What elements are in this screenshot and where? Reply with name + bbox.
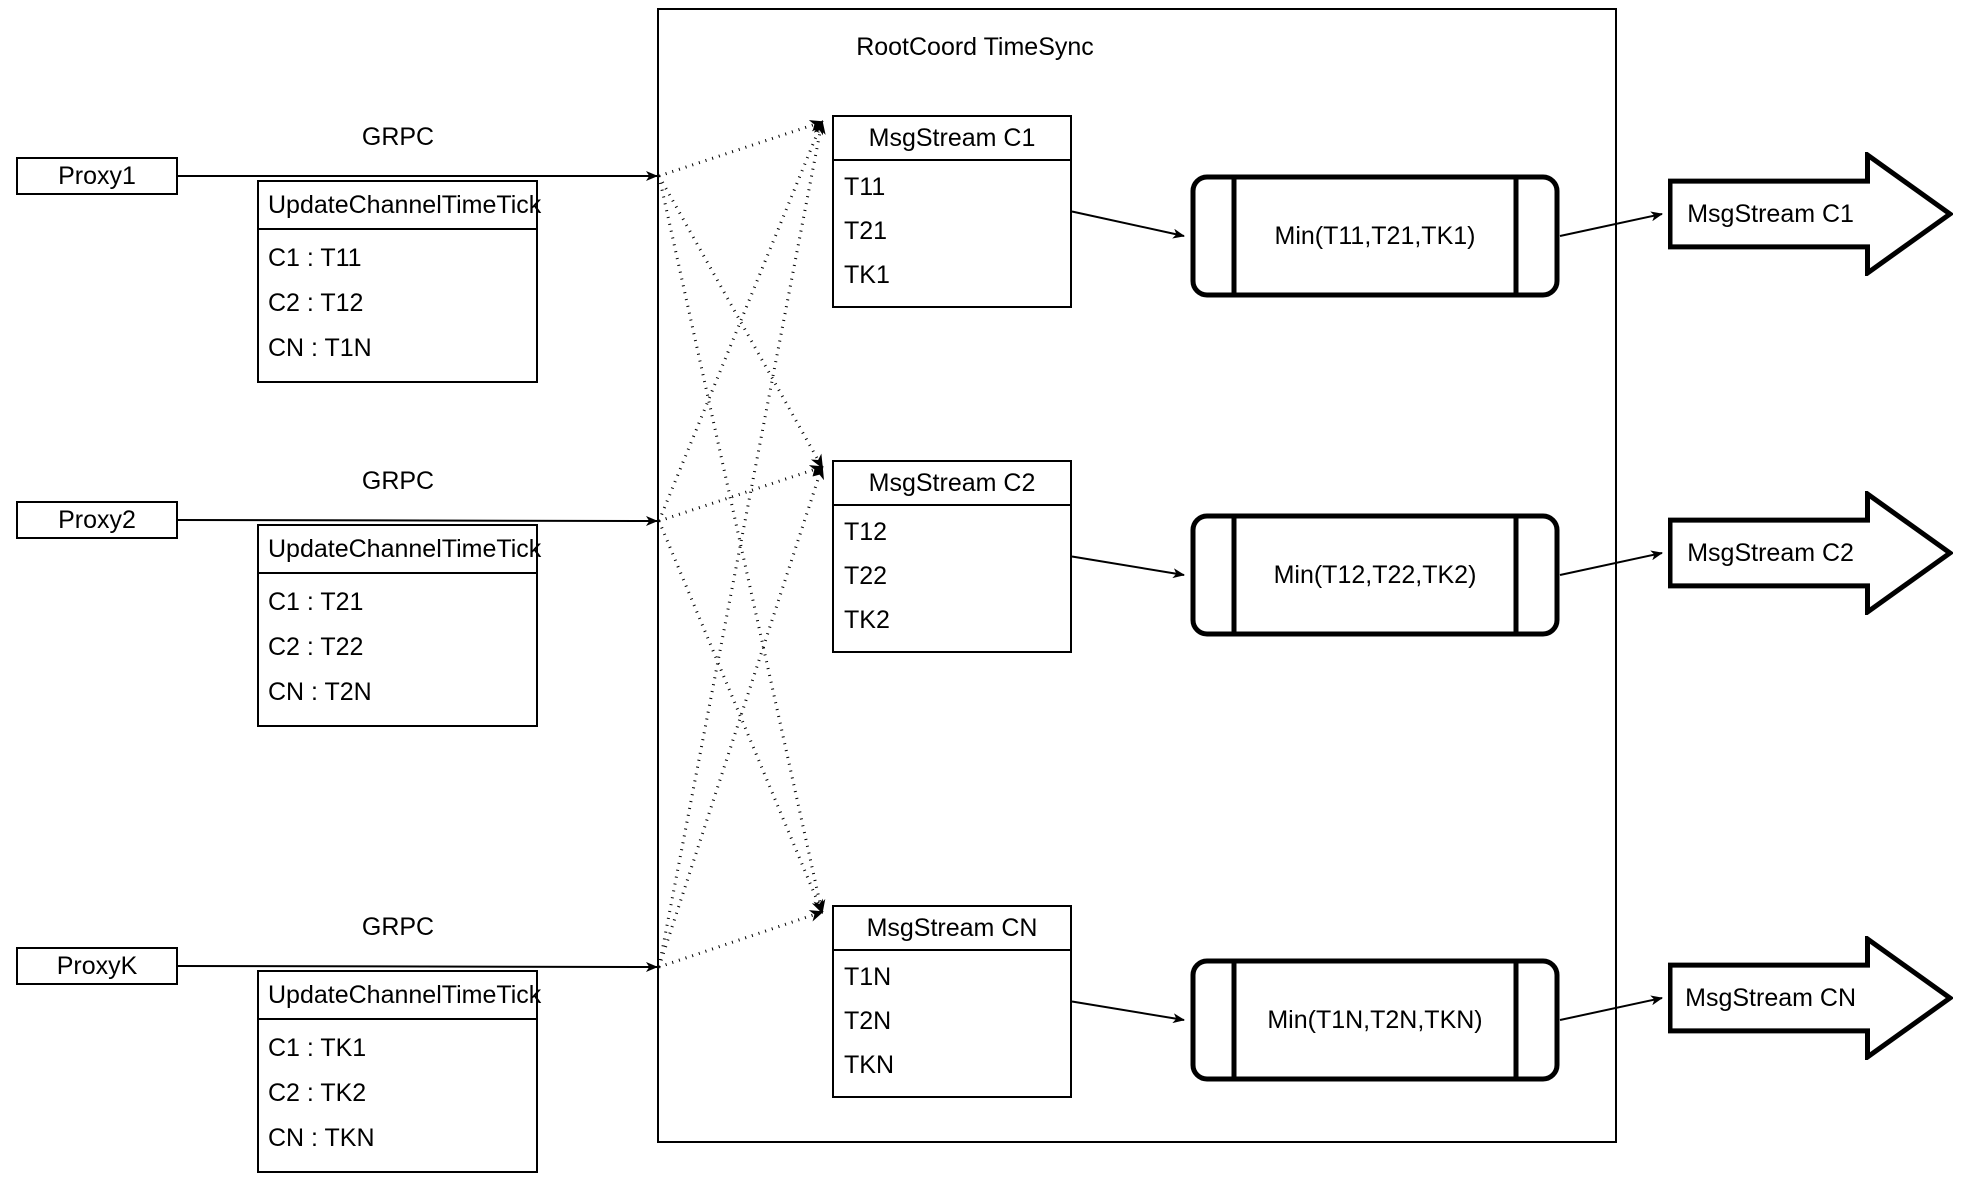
table-header: UpdateChannelTimeTick	[259, 182, 541, 230]
table-body: C1 : TK1 C2 : TK2 CN : TKN	[259, 1020, 536, 1171]
msgstream-header: MsgStream C2	[834, 462, 1070, 506]
table-row: C1 : T11	[268, 244, 362, 272]
msgstream-table-3: MsgStream CN T1N T2N TKN	[832, 905, 1072, 1098]
proxy-label: Proxy2	[58, 505, 136, 534]
msgstream-header: MsgStream CN	[834, 907, 1070, 951]
output-arrow-label: MsgStream CN	[1685, 983, 1857, 1012]
proxy-box-2: Proxy2	[16, 501, 178, 539]
output-arrow-2: MsgStream C2	[1668, 491, 1953, 615]
grpc-label-1: GRPC	[361, 123, 435, 151]
proxy-to-rootcoord-link-2	[177, 515, 658, 526]
msgstream-row: T22	[844, 561, 888, 590]
msgstream-row: TK1	[844, 261, 890, 290]
min-process-label: Min(T12,T22,TK2)	[1273, 560, 1477, 589]
table-header: UpdateChannelTimeTick	[259, 526, 541, 574]
msgstream-row: TKN	[844, 1051, 894, 1080]
table-row: C2 : T12	[268, 289, 364, 317]
grpc-label-2: GRPC	[361, 467, 435, 495]
table-row: C1 : TK1	[268, 1034, 367, 1062]
msgstream-row: T12	[844, 517, 888, 546]
table-header: UpdateChannelTimeTick	[259, 972, 541, 1020]
updatechanneltimetick-table-3: UpdateChannelTimeTick C1 : TK1 C2 : TK2 CN …	[257, 970, 541, 1173]
msgstream-row: T2N	[844, 1006, 892, 1035]
table-row: C2 : T22	[268, 633, 364, 661]
table-row: C2 : TK2	[268, 1079, 367, 1107]
min-process-3: Min(T1N,T2N,TKN)	[1190, 958, 1560, 1082]
proxy-to-rootcoord-link-3	[177, 961, 658, 972]
grpc-label-3: GRPC	[361, 913, 435, 941]
table-row: CN : T2N	[268, 678, 372, 706]
updatechanneltimetick-table-1: UpdateChannelTimeTick C1 : T11 C2 : T12 CN …	[257, 180, 541, 383]
min-process-label: Min(T11,T21,TK1)	[1274, 221, 1476, 250]
proxy-label: ProxyK	[56, 951, 138, 980]
output-arrow-3: MsgStream CN	[1668, 936, 1953, 1060]
table-row: C1 : T21	[268, 588, 364, 616]
min-process-1: Min(T11,T21,TK1)	[1190, 174, 1560, 298]
table-row: CN : T1N	[268, 334, 372, 362]
rootcoord-timesync-title: RootCoord TimeSync	[856, 33, 1094, 61]
table-row: CN : TKN	[268, 1124, 375, 1152]
msgstream-header: MsgStream C1	[834, 117, 1070, 161]
table-body: C1 : T11 C2 : T12 CN : T1N	[259, 230, 536, 381]
msgstream-body: T1N T2N TKN	[834, 951, 1070, 1096]
proxy-box-3: ProxyK	[16, 947, 178, 985]
output-arrow-label: MsgStream C1	[1687, 199, 1854, 228]
msgstream-row: T11	[844, 172, 886, 201]
rootcoord-timesync-container	[657, 8, 1617, 1143]
updatechanneltimetick-table-2: UpdateChannelTimeTick C1 : T21 C2 : T22 CN …	[257, 524, 541, 727]
output-arrow-label: MsgStream C2	[1687, 538, 1854, 567]
output-arrow-1: MsgStream C1	[1668, 152, 1953, 276]
min-process-2: Min(T12,T22,TK2)	[1190, 513, 1560, 637]
msgstream-row: TK2	[844, 606, 890, 635]
min-process-label: Min(T1N,T2N,TKN)	[1267, 1005, 1483, 1034]
proxy-label: Proxy1	[58, 161, 136, 190]
table-body: C1 : T21 C2 : T22 CN : T2N	[259, 574, 536, 725]
proxy-box-1: Proxy1	[16, 157, 178, 195]
msgstream-row: T21	[844, 216, 888, 245]
msgstream-row: T1N	[844, 962, 892, 991]
